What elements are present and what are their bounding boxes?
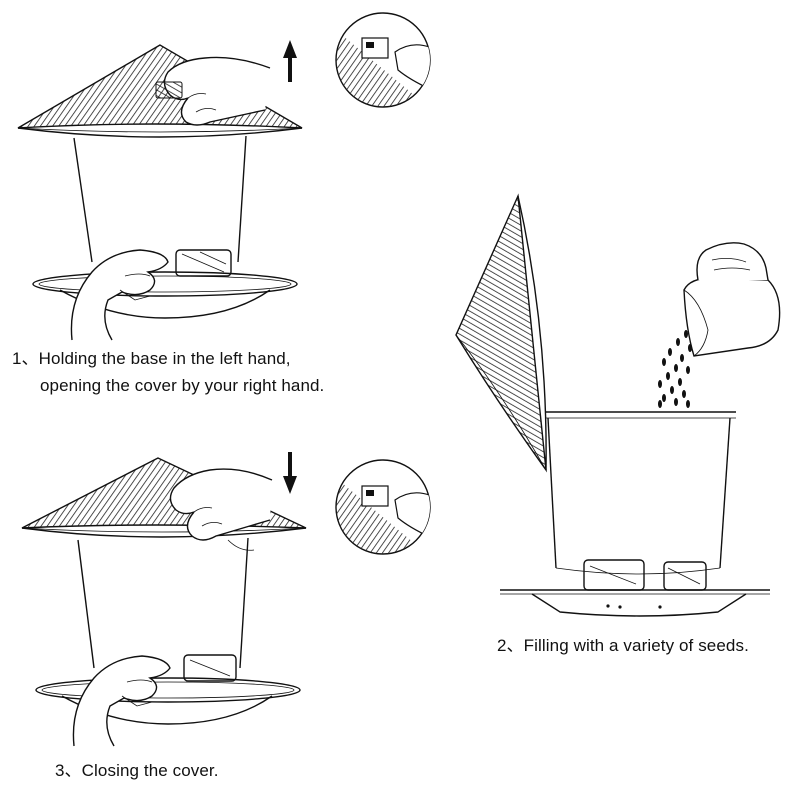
step1-caption-line1: 1、Holding the base in the left hand,	[12, 349, 291, 368]
step1-caption: 1、Holding the base in the left hand, ope…	[12, 345, 324, 399]
step2-base	[500, 559, 770, 617]
step2-seeds	[658, 330, 692, 408]
step1-detail-circle	[335, 12, 431, 108]
step3-tube	[77, 537, 249, 669]
step3-caption-line1: 3、Closing the cover.	[55, 761, 219, 780]
step3-detail-circle	[335, 459, 431, 555]
step3-base	[35, 654, 301, 725]
step2-caption: 2、Filling with a variety of seeds.	[497, 632, 749, 659]
step1-up-arrow-icon	[283, 40, 297, 82]
step2-caption-line1: 2、Filling with a variety of seeds.	[497, 636, 749, 655]
step3-caption: 3、Closing the cover.	[55, 757, 219, 784]
step2-seed-cup-icon	[683, 242, 781, 357]
step2-open-roof	[455, 193, 547, 473]
step3-illustration	[21, 452, 431, 747]
step1-tube	[73, 135, 247, 263]
step2-illustration	[455, 193, 781, 617]
step3-down-arrow-icon	[283, 452, 297, 494]
step3-right-hand-icon	[169, 468, 273, 551]
step1-left-hand-icon	[70, 249, 169, 341]
step2-container	[546, 411, 736, 575]
step1-right-hand-icon	[155, 56, 271, 126]
step3-left-hand-icon	[72, 655, 171, 747]
step1-caption-line2: opening the cover by your right hand.	[40, 376, 325, 395]
step1-illustration	[17, 12, 431, 341]
